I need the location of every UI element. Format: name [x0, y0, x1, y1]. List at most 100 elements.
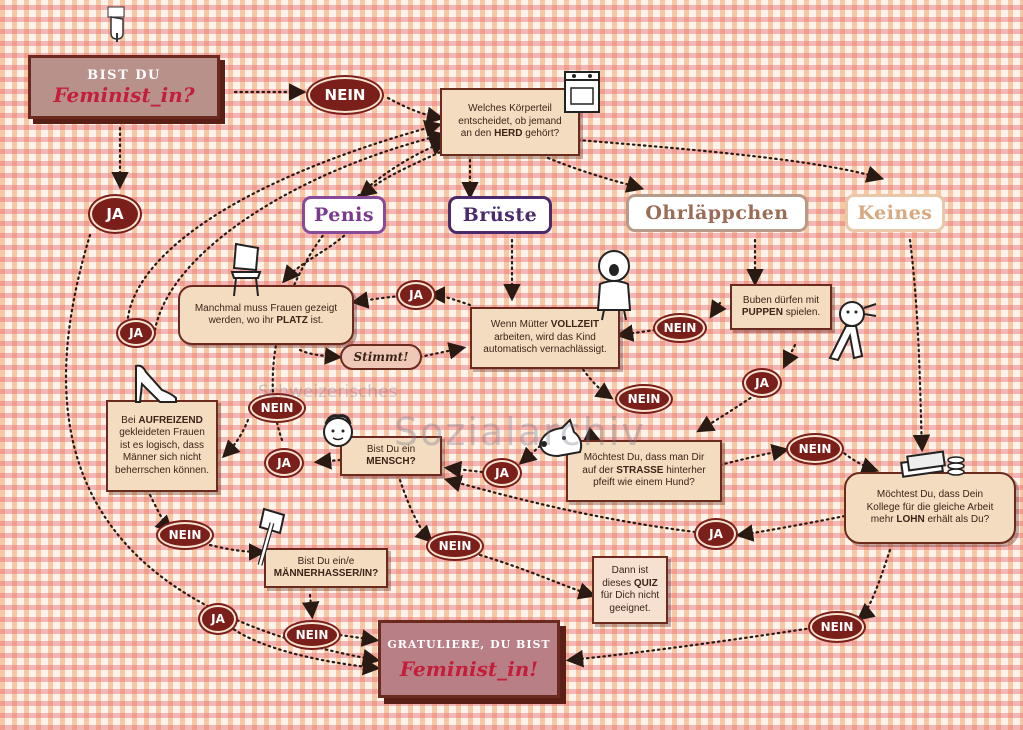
nein-label: NEIN: [260, 401, 294, 415]
dog-head-icon: [534, 418, 586, 467]
option-brueste-label: Brüste: [462, 204, 538, 226]
quiz-keyword: QUIZ: [633, 577, 658, 589]
strasse-line2a: auf der: [582, 464, 614, 476]
nein-label: NEIN: [324, 86, 366, 104]
quiz-not-suitable: Dann ist dieses QUIZ für Dich nicht geei…: [592, 556, 668, 624]
strasse-line2: auf der STRASSE hinterher: [582, 465, 705, 478]
nein-label: NEIN: [663, 321, 697, 335]
question-puppen: Buben dürfen mit PUPPEN spielen.: [730, 284, 832, 330]
question-maennerhasser: Bist Du ein/e MÄNNERHASSER/IN?: [264, 548, 388, 588]
ja-label: JA: [709, 527, 723, 541]
ja-label: JA: [409, 288, 423, 302]
question-platz: Manchmal muss Frauen gezeigt werden, wo …: [178, 285, 354, 345]
ja-badge: JA: [484, 460, 520, 486]
result-feminist: GRATULIERE, DU BIST Feminist_in!: [378, 620, 560, 698]
ja-badge: JA: [744, 370, 780, 396]
ja-label: JA: [129, 326, 143, 340]
nein-label: NEIN: [627, 392, 661, 406]
vollzeit-line3: automatisch vernachlässigt.: [483, 344, 607, 356]
ja-badge: JA: [200, 605, 236, 633]
question-mensch: Bist Du ein MENSCH?: [340, 436, 442, 476]
nein-label: NEIN: [820, 620, 854, 634]
puppen-line1: Buben dürfen mit: [742, 294, 820, 306]
nein-label: NEIN: [798, 442, 832, 456]
doll-icon: [820, 296, 880, 371]
vollzeit-line1a: Wenn Mütter: [490, 319, 548, 331]
option-penis-label: Penis: [313, 204, 375, 226]
money-icon: [900, 448, 966, 485]
vollzeit-line1: Wenn Mütter VOLLZEIT: [483, 319, 606, 332]
ja-label: JA: [106, 205, 124, 223]
ja-badge: JA: [266, 450, 302, 476]
ja-label: JA: [755, 376, 769, 390]
face-icon: [318, 410, 358, 455]
strasse-line2b: hinterher: [666, 464, 706, 476]
stimmt-text: Stimmt!: [353, 350, 409, 364]
option-ohr-label: Ohrläppchen: [645, 202, 789, 224]
ja-badge: JA: [90, 196, 140, 232]
platz-line2b: ist.: [310, 315, 324, 326]
herd-line1: Welches Körperteil: [468, 103, 552, 115]
quiz-line2: dieses QUIZ: [601, 578, 659, 591]
quiz-title-line2: Feminist_in?: [53, 82, 195, 107]
axe-icon: [250, 505, 296, 572]
nein-badge: NEIN: [810, 613, 864, 641]
nein-badge: NEIN: [250, 395, 304, 421]
option-penis: Penis: [302, 196, 386, 234]
lohn-line3b: erhält als Du?: [927, 514, 990, 526]
option-brueste: Brüste: [448, 196, 552, 234]
option-keines-label: Keines: [857, 202, 933, 224]
nein-label: NEIN: [168, 528, 202, 542]
result-line1: GRATULIERE, DU BIST: [387, 637, 551, 651]
strasse-line3: pfeift wie einem Hund?: [593, 477, 695, 489]
option-ohrlaeppchen: Ohrläppchen: [626, 194, 808, 232]
quiz-title-line1: BIST DU: [87, 67, 161, 83]
lohn-line3: mehr LOHN erhält als Du?: [867, 514, 994, 527]
watermark-line1: Schweizerisches: [258, 382, 398, 402]
strasse-line1: Möchtest Du, dass man Dir: [583, 452, 705, 464]
nein-badge: NEIN: [617, 386, 671, 412]
lohn-line3a: mehr: [870, 514, 894, 526]
ja-badge: JA: [118, 320, 154, 346]
nein-label: NEIN: [438, 539, 472, 553]
nein-badge: NEIN: [308, 77, 382, 113]
lohn-keyword: LOHN: [896, 514, 925, 526]
puppen-line2: PUPPEN spielen.: [742, 307, 820, 320]
question-strasse: Möchtest Du, dass man Dir auf der STRASS…: [566, 440, 722, 502]
aufreizend-line3: ist es logisch, dass: [120, 439, 204, 451]
platz-keyword: PLATZ: [276, 315, 308, 326]
high-heel-icon: [132, 362, 180, 409]
quiz-line2a: dieses: [602, 577, 632, 589]
nein-badge: NEIN: [428, 533, 482, 559]
vollzeit-keyword: VOLLZEIT: [550, 319, 600, 331]
aufreizend-keyword: AUFREIZEND: [138, 414, 203, 426]
strasse-keyword: STRASSE: [616, 464, 664, 476]
watermark-line2: Sozialarchiv: [394, 410, 646, 454]
crying-child-icon: [584, 246, 644, 327]
ja-badge: JA: [398, 282, 434, 308]
quiz-line4: geeignet.: [609, 602, 651, 614]
vollzeit-line2: arbeiten, wird das Kind: [494, 331, 596, 343]
pointing-hand-icon: [105, 5, 129, 48]
question-vollzeit: Wenn Mütter VOLLZEIT arbeiten, wird das …: [470, 307, 620, 369]
aufreizend-line5: beherrschen können.: [115, 464, 209, 476]
ja-label: JA: [277, 456, 291, 470]
mensch-line1: Bist Du ein: [366, 443, 416, 455]
stimmt-label: Stimmt!: [340, 344, 422, 370]
maennerhasser-line1: Bist Du ein/e: [297, 555, 355, 567]
nein-badge: NEIN: [655, 315, 705, 341]
chair-icon: [228, 242, 264, 303]
aufreizend-line1a: Bei: [121, 414, 136, 426]
aufreizend-line4: Männer sich nicht: [122, 452, 202, 464]
aufreizend-line2: gekleideten Frauen: [119, 427, 205, 439]
platz-line1: Manchmal muss Frauen gezeigt: [194, 302, 338, 314]
herd-line3b: gehört?: [525, 128, 560, 140]
ja-label: JA: [211, 612, 225, 626]
herd-line3: an den HERD gehört?: [458, 128, 561, 141]
ja-badge: JA: [696, 520, 736, 548]
platz-line2a: werden, wo ihr: [208, 315, 274, 326]
puppen-keyword: PUPPEN: [741, 307, 783, 318]
puppen-line2b: spielen.: [785, 307, 821, 318]
result-line2: Feminist_in!: [399, 656, 539, 681]
quiz-title: BIST DU Feminist_in?: [28, 55, 220, 119]
